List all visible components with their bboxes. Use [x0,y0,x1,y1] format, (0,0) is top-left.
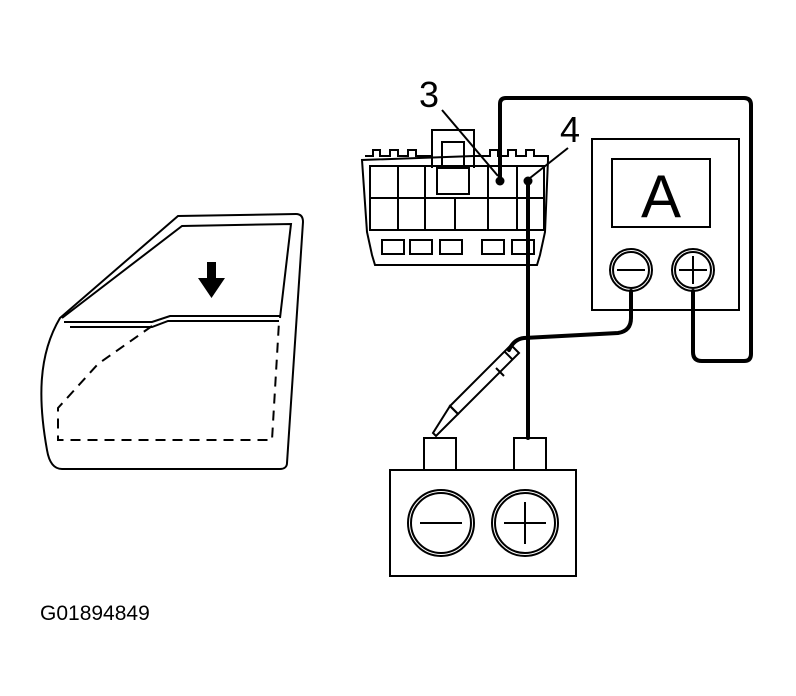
plus-icon [671,248,715,292]
minus-icon [609,248,653,292]
pin-4-leader [529,147,569,179]
pin-label-3: 3 [419,74,439,115]
test-leads [431,96,753,440]
pin-3-leader [441,109,499,177]
battery [389,437,577,577]
figure-code: G01894849 [40,602,150,625]
ammeter-unit-letter: A [641,163,681,230]
minus-icon [407,489,475,557]
pin-label-4: 4 [560,109,580,150]
window-motor-connector [360,129,549,266]
arrow-down-icon [198,262,225,298]
ammeter [591,138,740,311]
plus-icon [491,489,559,557]
door [40,212,305,470]
